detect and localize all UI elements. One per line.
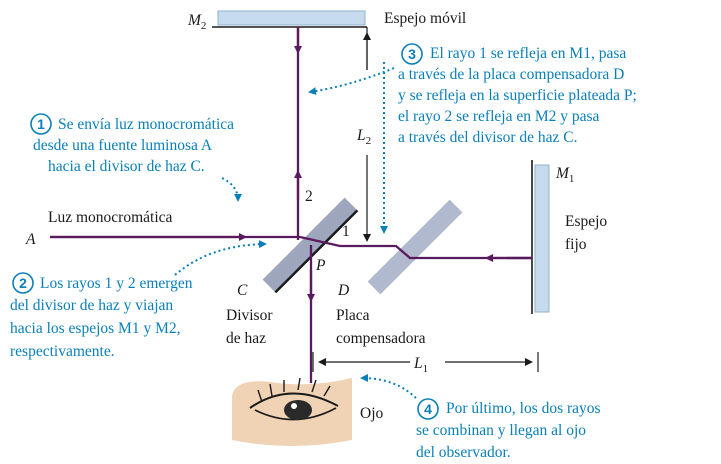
- step-2-line-4: respectivamente.: [10, 343, 115, 360]
- splitter-c-label: C: [237, 282, 248, 299]
- step-1-callout: 1 Se envía luz monocromática desde una f…: [30, 113, 242, 202]
- fixed-mirror-m1: [534, 164, 550, 313]
- source-a-label: A: [25, 231, 36, 248]
- step-2-line-3: hacia los espejos M1 y M2,: [10, 320, 180, 337]
- light-rays: [50, 27, 532, 383]
- movable-mirror-label: Espejo móvil: [384, 10, 466, 27]
- plate-name-line-2: compensadora: [336, 330, 426, 347]
- l1-dimension: [312, 352, 539, 372]
- step-3-callout: 3 El rayo 1 se refleja en M1, pasa a tra…: [308, 43, 637, 234]
- step-2-line-1: Los rayos 1 y 2 emergen: [40, 275, 193, 292]
- step-1-number: 1: [37, 116, 45, 132]
- step-1-line-3: hacia el divisor de haz C.: [48, 158, 205, 175]
- step-2-callout: 2 Los rayos 1 y 2 emergen del divisor de…: [10, 240, 267, 360]
- step-4-line-3: del observador.: [416, 444, 511, 461]
- splitter-name-line-1: Divisor: [226, 307, 273, 324]
- l1-label: L1: [413, 355, 428, 375]
- eye-label: Ojo: [360, 405, 384, 422]
- l2-label: L2: [356, 127, 371, 147]
- point-p-label: P: [315, 257, 326, 274]
- plate-d-label: D: [337, 282, 349, 299]
- step-4-callout: 4 Por último, los dos rayos se combinan …: [360, 374, 601, 461]
- plate-name-line-1: Placa: [336, 307, 370, 324]
- m1-label: M1: [555, 165, 574, 185]
- step-3-line-1: El rayo 1 se refleja en M1, pasa: [430, 45, 626, 62]
- splitter-name-line-2: de haz: [226, 330, 266, 347]
- observer-eye: [232, 377, 352, 446]
- step-3-line-4: el rayo 2 se refleja en M2 y pasa: [398, 108, 600, 125]
- step-1-line-2: desde una fuente luminosa A: [33, 137, 213, 154]
- movable-mirror-m2: [217, 10, 366, 26]
- step-4-line-1: Por último, los dos rayos: [446, 400, 601, 417]
- step-3-line-3: y se refleja en la superficie plateada P…: [398, 87, 637, 104]
- compensator-plate-d: [367, 199, 463, 295]
- fixed-mirror-label-line-1: Espejo: [565, 213, 607, 230]
- ray-1-path: [299, 235, 532, 260]
- light-source-label: Luz monocromática: [48, 209, 172, 226]
- step-3-line-5: a través del divisor de haz C.: [398, 129, 577, 146]
- step-4-number: 4: [424, 401, 432, 417]
- m2-label: M2: [187, 12, 206, 32]
- ray-2-label: 2: [305, 188, 313, 205]
- step-2-number: 2: [19, 275, 27, 291]
- step-2-line-2: del divisor de haz y viajan: [10, 297, 173, 314]
- step-4-line-2: se combinan y llegan al ojo: [416, 422, 586, 439]
- step-3-line-2: a través de la placa compensadora D: [398, 66, 624, 83]
- ray-1-label: 1: [342, 223, 350, 240]
- step-1-line-1: Se envía luz monocromática: [58, 116, 234, 133]
- fixed-mirror-label-line-2: fijo: [565, 236, 587, 253]
- step-3-number: 3: [408, 46, 416, 62]
